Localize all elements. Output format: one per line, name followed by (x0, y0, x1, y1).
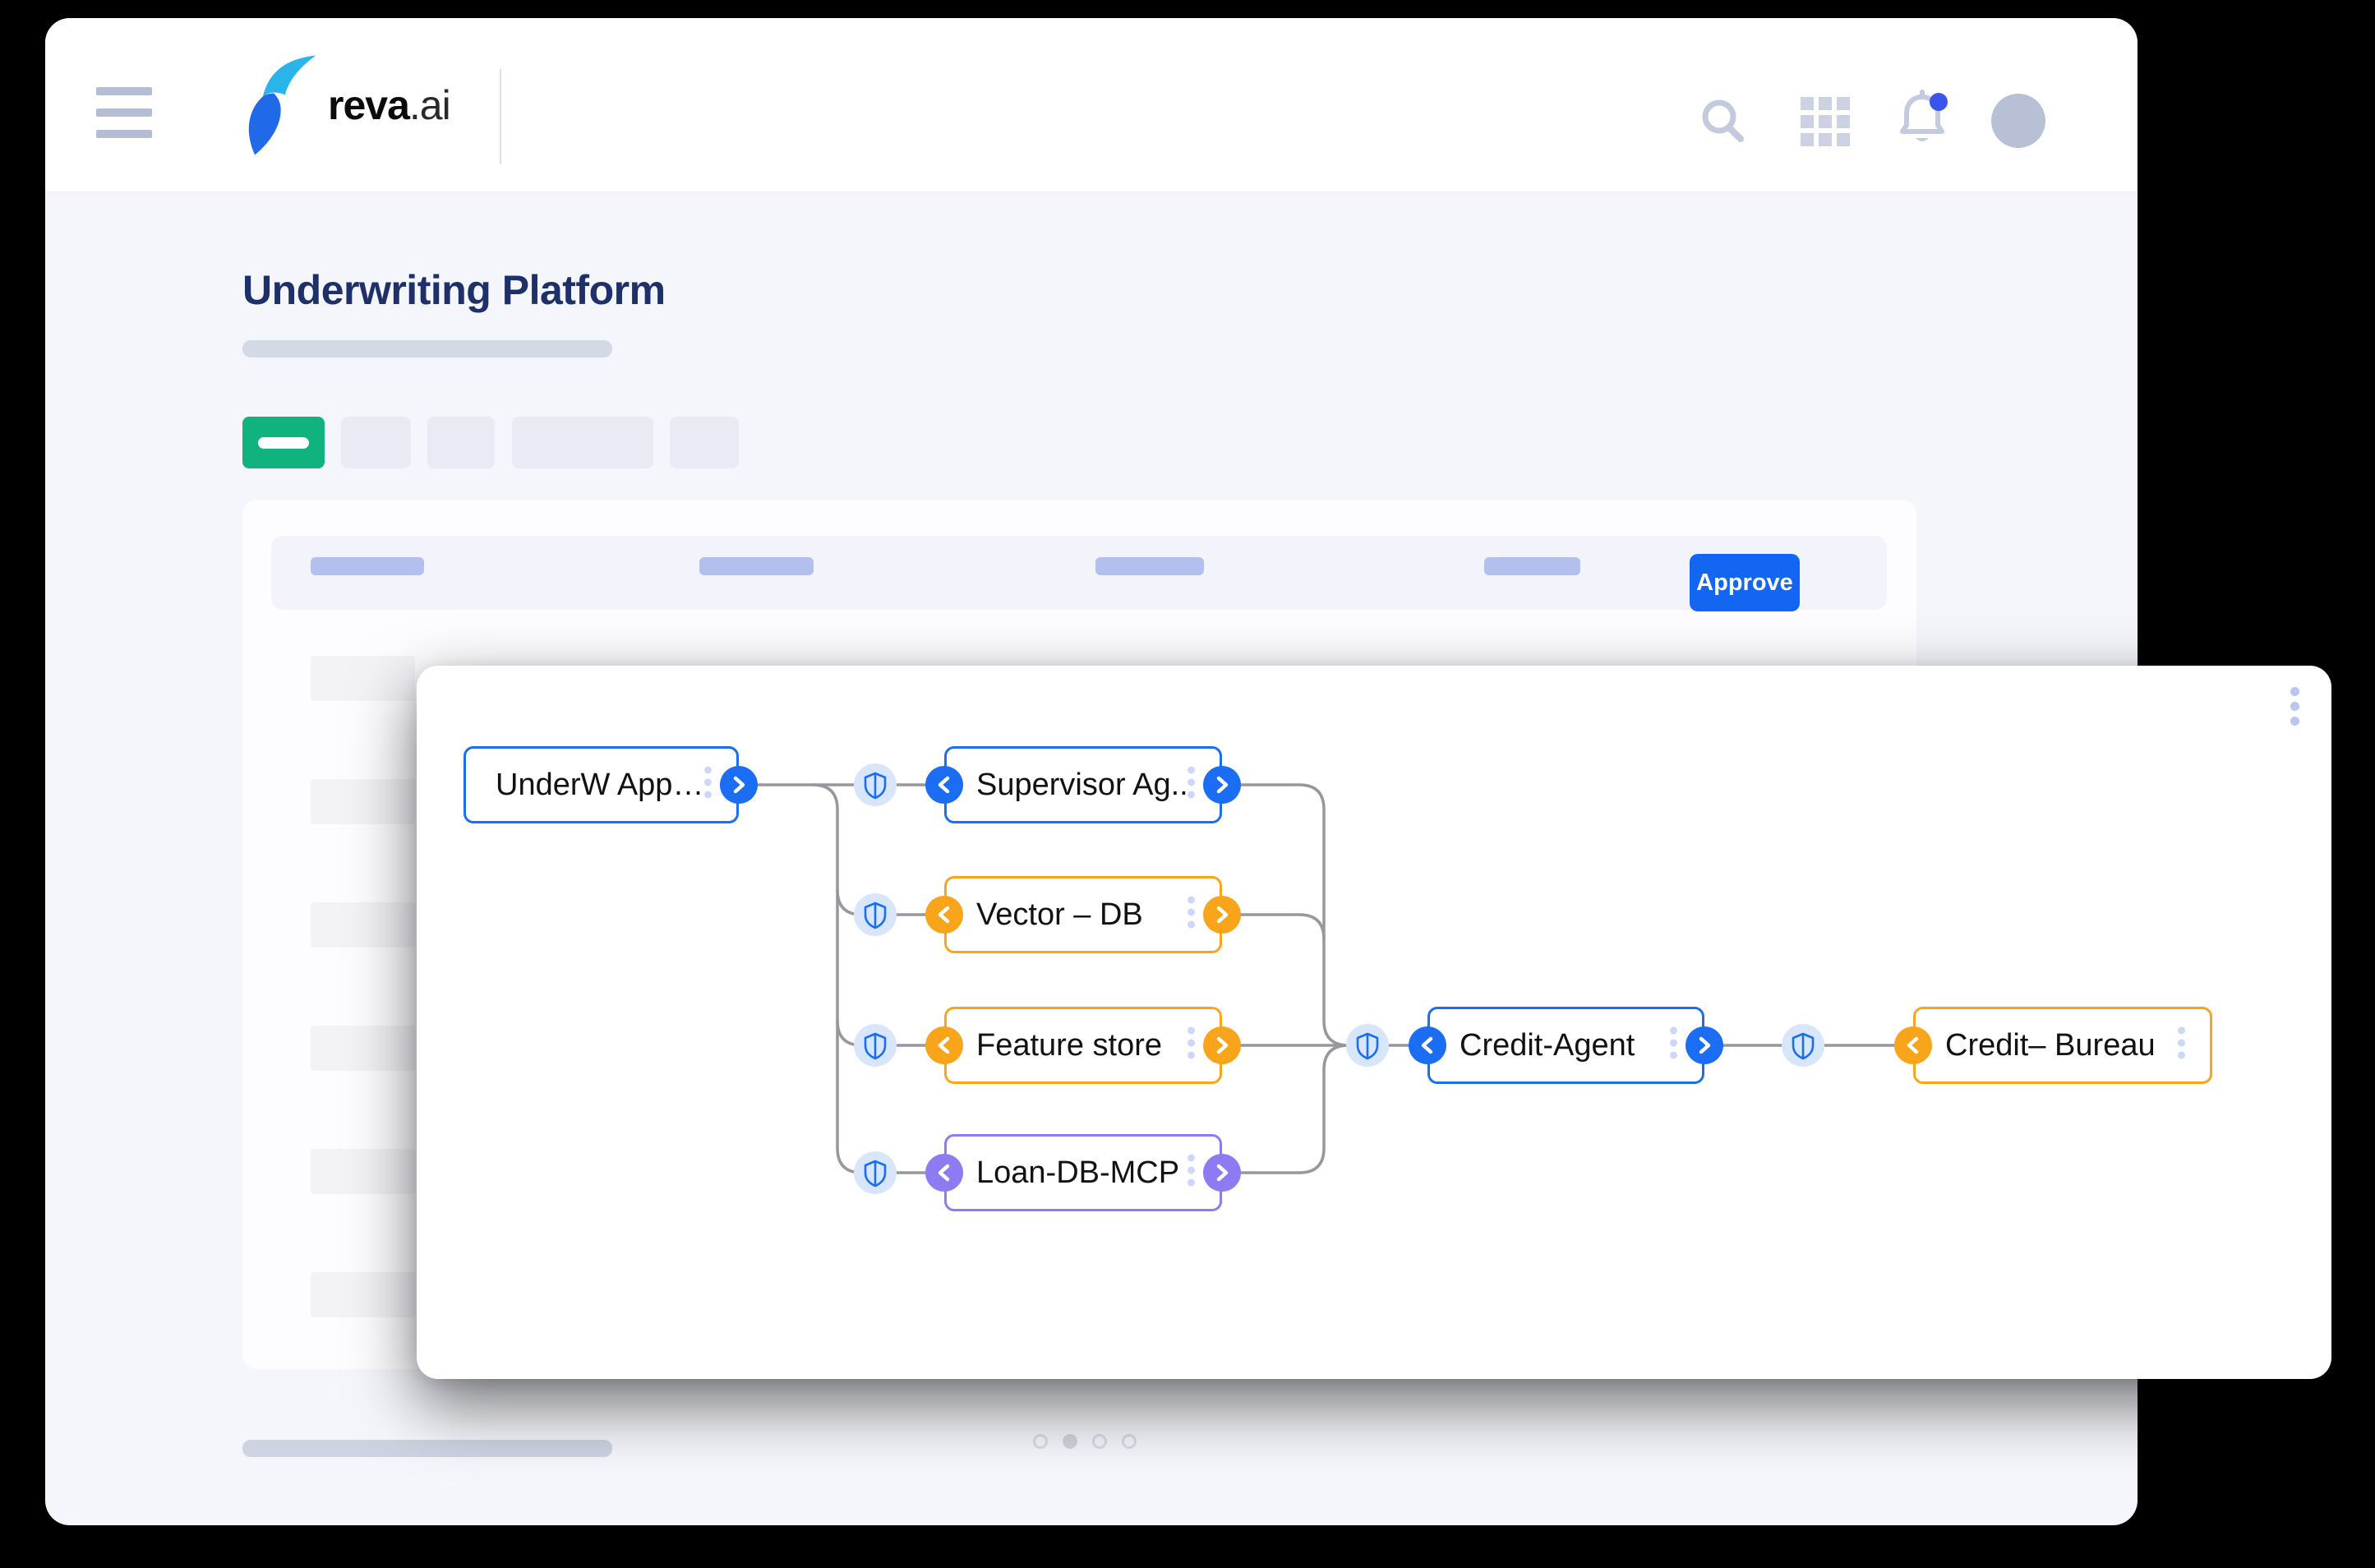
row-placeholder (311, 902, 415, 948)
title-underline-placeholder (242, 340, 612, 357)
shield-icon[interactable] (854, 1151, 897, 1194)
node-kebab-menu-icon[interactable] (1187, 896, 1195, 934)
node-credit-bureau[interactable]: Credit– Bureau (1913, 1007, 2212, 1084)
header-divider (500, 69, 501, 164)
node-vector-db[interactable]: Vector – DB (944, 876, 1222, 953)
tab-placeholder-4[interactable] (512, 417, 653, 468)
menu-icon[interactable] (96, 87, 152, 138)
apps-grid-icon[interactable] (1801, 97, 1850, 146)
node-label: Credit-Agent (1460, 1027, 1635, 1063)
brand-bold: reva (328, 81, 410, 128)
node-underw-app[interactable]: UnderW App… (463, 746, 739, 823)
shield-icon[interactable] (854, 1024, 897, 1067)
node-credit-agent[interactable]: Credit-Agent (1427, 1007, 1704, 1084)
bell-icon[interactable] (1893, 89, 1952, 151)
tab-active-dash (258, 437, 309, 449)
page-title: Underwriting Platform (242, 267, 666, 313)
brand-logo[interactable]: reva.ai (239, 41, 451, 168)
node-label: Feature store (976, 1027, 1162, 1063)
node-kebab-menu-icon[interactable] (1187, 1026, 1195, 1064)
top-navbar: reva.ai (45, 18, 2138, 192)
column-header-placeholder-3 (1095, 557, 1204, 575)
port-in-credit-agent[interactable] (1409, 1026, 1446, 1064)
port-in-credit-bureau[interactable] (1894, 1026, 1932, 1064)
node-kebab-menu-icon[interactable] (1187, 766, 1195, 804)
table-header-row (271, 536, 1887, 610)
row-placeholder (311, 779, 415, 824)
node-kebab-menu-icon[interactable] (2177, 1026, 2185, 1064)
port-out-credit-agent[interactable] (1686, 1026, 1723, 1064)
port-out-supervisor-agent[interactable] (1203, 766, 1241, 804)
node-loan-db-mcp[interactable]: Loan-DB-MCP (944, 1134, 1222, 1211)
logo-swoosh-icon (248, 55, 316, 154)
brand-name: reva.ai (328, 81, 451, 129)
column-header-placeholder-1 (311, 557, 424, 575)
node-supervisor-agent[interactable]: Supervisor Ag.. (944, 746, 1222, 823)
tab-placeholder-3[interactable] (427, 417, 495, 468)
avatar[interactable] (1991, 94, 2045, 148)
port-out-feature-store[interactable] (1203, 1026, 1241, 1064)
node-label: Loan-DB-MCP (976, 1155, 1180, 1190)
carousel-dot-1[interactable] (1033, 1434, 1048, 1449)
brand-light: .ai (408, 81, 451, 128)
shield-icon[interactable] (1346, 1024, 1389, 1067)
node-label: Supervisor Ag.. (976, 767, 1188, 802)
node-label: Vector – DB (976, 897, 1143, 932)
node-kebab-menu-icon[interactable] (1669, 1026, 1677, 1064)
workflow-diagram-card: UnderW App… Supervisor Ag.. Vector – DB … (417, 666, 2331, 1379)
tab-placeholder-2[interactable] (341, 417, 411, 468)
row-placeholder (311, 1026, 415, 1071)
port-out-underw-app[interactable] (720, 766, 758, 804)
port-out-vector-db[interactable] (1203, 896, 1241, 934)
search-icon[interactable] (1697, 95, 1750, 148)
port-in-loan-db-mcp[interactable] (925, 1154, 963, 1192)
port-out-loan-db-mcp[interactable] (1203, 1154, 1241, 1192)
tab-placeholder-5[interactable] (670, 417, 739, 468)
port-in-feature-store[interactable] (925, 1026, 963, 1064)
carousel-dot-2-active[interactable] (1063, 1434, 1077, 1449)
node-kebab-menu-icon[interactable] (1187, 1154, 1195, 1192)
node-label: UnderW App… (496, 767, 704, 802)
footer-placeholder-bar (242, 1440, 612, 1457)
column-header-placeholder-2 (699, 557, 814, 575)
column-header-placeholder-4 (1484, 557, 1580, 575)
card-kebab-menu-icon[interactable] (2289, 687, 2300, 733)
node-label: Credit– Bureau (1945, 1027, 2156, 1063)
shield-icon[interactable] (854, 763, 897, 806)
row-placeholder (311, 1272, 415, 1317)
tab-active[interactable] (242, 417, 325, 468)
carousel-dot-3[interactable] (1092, 1434, 1107, 1449)
node-feature-store[interactable]: Feature store (944, 1007, 1222, 1084)
shield-icon[interactable] (1782, 1024, 1824, 1067)
carousel-dot-4[interactable] (1122, 1434, 1137, 1449)
notification-dot (1930, 93, 1948, 111)
approve-button[interactable]: Approve (1690, 554, 1800, 611)
port-in-vector-db[interactable] (925, 896, 963, 934)
row-placeholder (311, 1149, 415, 1194)
shield-icon[interactable] (854, 893, 897, 936)
node-kebab-menu-icon[interactable] (703, 766, 712, 804)
port-in-supervisor-agent[interactable] (925, 766, 963, 804)
row-placeholder (311, 656, 415, 701)
